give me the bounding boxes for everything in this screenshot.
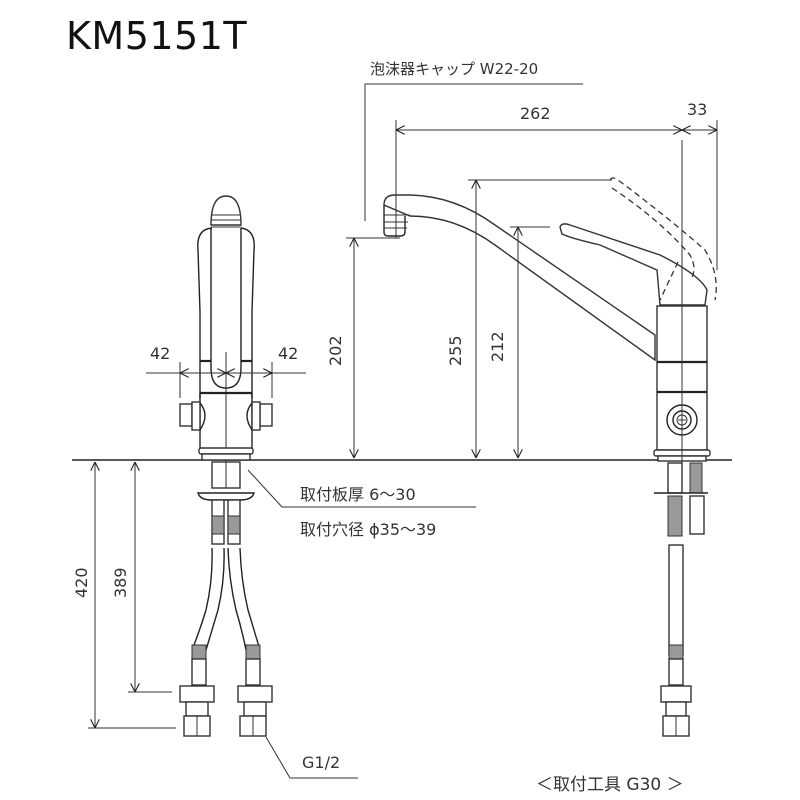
mount-leader (247, 469, 476, 508)
thread-leader (265, 736, 358, 779)
right-width-dimension: 42 (278, 344, 299, 363)
front-view (179, 195, 273, 737)
left-width-dimension: 42 (150, 344, 171, 363)
height-dimensions (346, 179, 612, 458)
thread-size-label: G1/2 (302, 753, 341, 772)
mounting-tool-label: ＜取付工具 G30 ＞ (536, 775, 684, 795)
width-dimensions (146, 362, 306, 398)
aerator-cap-label: 泡沫器キャップ W22-20 (370, 60, 539, 78)
hose-length-dimensions (88, 462, 176, 729)
model-number-title: KM5151T (66, 14, 248, 58)
lever-offset-dimension: 33 (687, 100, 708, 119)
spout-reach-dimension: 262 (520, 104, 551, 123)
side-view (364, 83, 717, 737)
spout-height-dimension: 202 (326, 335, 345, 366)
hose-nut-length-dimension: 389 (111, 567, 130, 598)
lever-height-dimension: 212 (488, 331, 507, 362)
hose-total-length-dimension: 420 (72, 567, 91, 598)
mount-plate-thickness-label: 取付板厚 6～30 (300, 485, 416, 504)
reach-dimensions (395, 120, 718, 270)
lever-top-height-dimension: 255 (446, 335, 465, 366)
mount-hole-diameter-label: 取付穴径 ϕ35～39 (300, 520, 437, 539)
